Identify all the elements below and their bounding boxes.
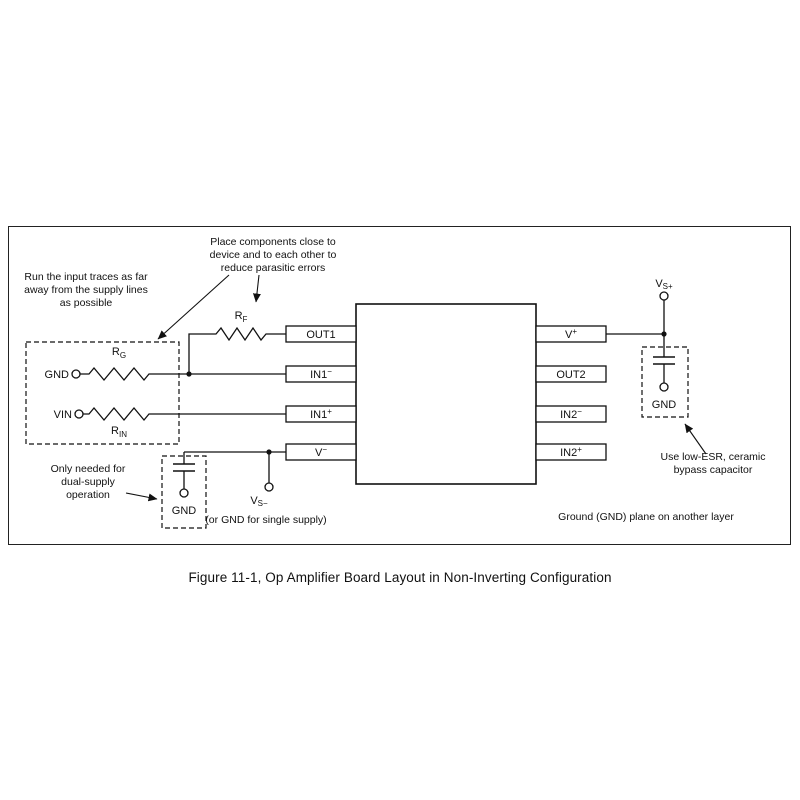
- vs-plus-label: VS+: [655, 278, 673, 291]
- resistor-rg: [80, 366, 286, 382]
- gnd-input-label: GND: [45, 369, 70, 381]
- resistor-rin: [83, 406, 286, 422]
- pin-label-out1: OUT1: [306, 329, 335, 341]
- annotation-bypass-cap-line2: bypass capacitor: [674, 464, 753, 476]
- bypass-dashed-box-top: [641, 346, 689, 418]
- rg-label: RG: [112, 346, 126, 360]
- annotation-dual-supply-line3: operation: [66, 489, 110, 501]
- figure-caption: Figure 11-1, Op Amplifier Board Layout i…: [188, 570, 612, 585]
- bypass-capacitor-bottom: [173, 463, 195, 472]
- pin-in1-plus-box: [285, 405, 357, 423]
- pin-in2-minus-box: [535, 405, 607, 423]
- annotation-dual-supply-line2: dual-supply: [61, 476, 115, 488]
- vs-minus-terminal: [264, 482, 274, 492]
- vminus-wire: [183, 451, 286, 483]
- ic-body-group: [285, 303, 607, 485]
- vplus-wire: [606, 300, 665, 357]
- arrow-to-bypass-bottom-box: [125, 492, 158, 502]
- annotation-arrows: [125, 274, 707, 502]
- arrow-to-bypass-top-box: [684, 423, 707, 455]
- input-vin-branch: [74, 406, 286, 422]
- bypass-capacitor-top: [653, 356, 675, 365]
- gnd-bypass-bottom-terminal: [179, 488, 189, 498]
- junction-dot-feedback: [186, 371, 192, 377]
- annotation-place-components-line2: device and to each other to: [210, 249, 337, 261]
- gnd-input-terminal: [71, 369, 81, 379]
- input-gnd-branch: [71, 366, 286, 382]
- ic-body: [355, 303, 537, 485]
- pin-in2-plus-box: [535, 443, 607, 461]
- gnd-bypass-top-label: GND: [652, 399, 677, 411]
- pin-label-in2-minus: IN2−: [560, 407, 582, 421]
- pin-labels: OUT1 IN1− IN1+ V− V+ OUT2 IN2− IN2+: [306, 327, 585, 459]
- pin-label-out2: OUT2: [556, 369, 585, 381]
- pin-label-in2-plus: IN2+: [560, 445, 582, 459]
- pin-label-in1-plus: IN1+: [310, 407, 332, 421]
- rf-label: RF: [235, 310, 248, 324]
- vs-plus-terminal: [659, 291, 669, 301]
- arrow-to-input-box: [157, 274, 230, 340]
- gnd-bypass-top-terminal: [659, 382, 669, 392]
- bypass-dashed-box-bottom: [161, 455, 207, 529]
- annotation-input-traces-line2: away from the supply lines: [24, 284, 148, 296]
- schematic-svg: OUT1 IN1− IN1+ V− V+ OUT2 IN2− IN2+: [24, 236, 766, 529]
- annotation-input-traces-line1: Run the input traces as far: [24, 271, 148, 283]
- component-labels: RG RF RIN GND VIN VS+ GND GND VS−: [45, 278, 677, 517]
- pin-label-v-minus: V−: [315, 445, 327, 459]
- junction-dot-vplus: [661, 331, 667, 337]
- resistor-rf-feedback: [188, 326, 286, 374]
- vs-minus-label: VS−: [250, 495, 268, 508]
- figure-frame: OUT1 IN1− IN1+ V− V+ OUT2 IN2− IN2+: [8, 226, 791, 545]
- annotation-texts: Place components close to device and to …: [24, 236, 765, 526]
- vplus-network: [606, 291, 689, 418]
- junction-dot-vminus: [266, 449, 272, 455]
- ic-pin-boxes: [285, 325, 607, 461]
- pin-out1-box: [285, 325, 357, 343]
- pin-label-in1-minus: IN1−: [310, 367, 332, 381]
- annotation-place-components-line1: Place components close to: [210, 236, 336, 248]
- pin-out2-box: [535, 365, 607, 383]
- annotation-dual-supply-line1: Only needed for: [51, 463, 126, 475]
- annotation-bypass-cap-line1: Use low-ESR, ceramic: [660, 451, 765, 463]
- annotation-input-traces-line3: as possible: [60, 297, 113, 309]
- single-supply-note: (or GND for single supply): [205, 514, 326, 526]
- annotation-place-components-line3: reduce parasitic errors: [221, 262, 325, 274]
- pin-label-v-plus: V+: [565, 327, 577, 341]
- gnd-bypass-bottom-label: GND: [172, 505, 197, 517]
- rin-label: RIN: [111, 425, 127, 439]
- ground-plane-note: Ground (GND) plane on another layer: [558, 511, 734, 523]
- input-network-dashed-box: [25, 341, 180, 445]
- pin-in1-minus-box: [285, 365, 357, 383]
- vin-label: VIN: [54, 409, 72, 421]
- arrow-to-rf: [252, 274, 261, 303]
- vin-terminal: [74, 409, 84, 419]
